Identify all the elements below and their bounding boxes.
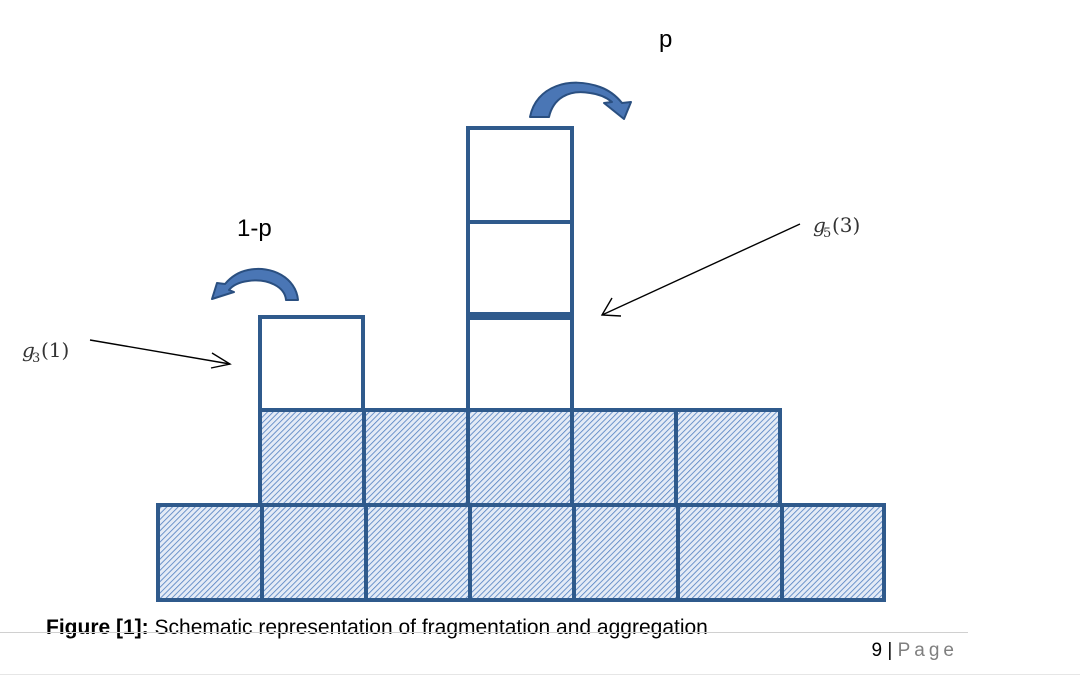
bottom-block-7 (780, 503, 886, 602)
svg-text:g: g (813, 213, 826, 237)
second-block-4 (570, 408, 678, 507)
figure-caption-label: Figure [1]: (46, 616, 149, 639)
second-block-2 (362, 408, 470, 507)
bottom-row (156, 503, 886, 602)
label-g5: g 5 (3) (813, 213, 860, 241)
svg-text:(1): (1) (41, 338, 69, 362)
stack-block-middle (466, 220, 574, 316)
bottom-block-6 (676, 503, 784, 602)
second-block-1 (258, 408, 366, 507)
pointer-arrow-g3 (89, 339, 232, 369)
single-block-left (258, 315, 365, 412)
page-number: 9 (871, 640, 883, 661)
label-p: p (659, 26, 672, 53)
page-footer: 9 | Page (872, 640, 958, 662)
stack-block-bottom (466, 316, 574, 412)
pointer-arrow-g5 (600, 223, 801, 317)
label-g3: g 3 (1) (22, 338, 69, 366)
stack-block-top (466, 126, 574, 224)
page-separator: | (882, 640, 898, 661)
bottom-block-2 (260, 503, 368, 602)
curved-arrow-right (529, 81, 632, 120)
second-block-5 (674, 408, 782, 507)
figure-caption-text: Schematic representation of fragmentatio… (148, 616, 708, 639)
empty-blocks (258, 126, 574, 412)
bottom-block-3 (364, 503, 472, 602)
curved-arrow-left (211, 267, 299, 301)
label-one-minus-p: 1-p (237, 215, 272, 242)
bottom-block-5 (572, 503, 680, 602)
bottom-block-4 (468, 503, 576, 602)
figure-caption: Figure [1]: Schematic representation of … (46, 616, 708, 640)
bottom-block-1 (156, 503, 264, 602)
second-block-3 (466, 408, 574, 507)
svg-text:(3): (3) (832, 213, 860, 237)
page-word: Page (897, 640, 958, 661)
footer-rule (0, 632, 968, 633)
page-bottom-line (0, 674, 1080, 675)
svg-text:3: 3 (32, 351, 40, 366)
second-row (258, 408, 782, 507)
svg-text:g: g (22, 338, 35, 362)
svg-text:5: 5 (823, 226, 831, 241)
